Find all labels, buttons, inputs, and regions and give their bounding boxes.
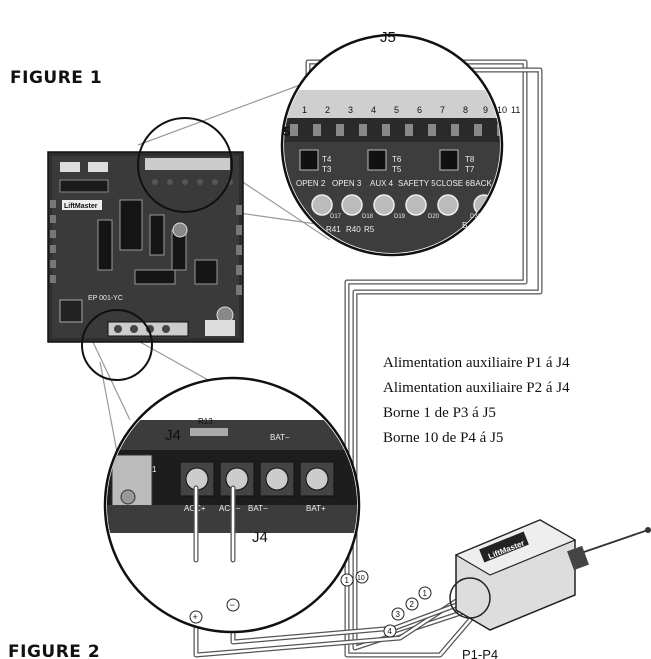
wire-markers: + − 1 10 1 2 3 4 [189, 570, 432, 638]
j4-title-label: J4 [165, 427, 181, 444]
terminal-6: 6 [417, 105, 422, 115]
j5-label: J5 [380, 29, 396, 46]
bat-minus-top: BAT− [270, 433, 290, 442]
marker-one: 1 [423, 589, 428, 598]
t5-label: T5 [392, 165, 402, 174]
r13-label: R13 [198, 417, 213, 426]
figure-1-title: FIGURE 1 [10, 68, 102, 88]
r5-label: R5 [364, 225, 375, 234]
legend-p4: Borne 10 de P4 á J5 [383, 430, 503, 446]
t6-label: T6 [392, 155, 402, 164]
marker-one-left: 1 [345, 576, 350, 585]
legend-p3: Borne 1 de P3 á J5 [383, 405, 496, 421]
j5-zoom: 1 2 3 4 5 6 7 8 9 10 11 5 T4 T3 T6 T5 T8… [280, 33, 520, 257]
btn-label-safety5: SAFETY 5 [398, 179, 436, 188]
connector-ring [449, 577, 491, 619]
d17-label: D17 [330, 214, 342, 220]
term-bat-plus: BAT+ [306, 504, 326, 513]
btn-label-open3: OPEN 3 [332, 179, 362, 188]
p1-p4-label: P1-P4 [462, 647, 498, 659]
d33-label: D33 [470, 214, 482, 220]
legend-p1: Alimentation auxiliaire P1 á J4 [383, 355, 570, 371]
legend: Alimentation auxiliaire P1 á J4 Alimenta… [383, 355, 570, 446]
marker-plus: + [193, 612, 198, 622]
marker-ten: 10 [357, 575, 365, 582]
receiver: LiftMaster P1-P4 [449, 519, 651, 659]
b-label: B [462, 221, 467, 230]
term-acc-minus: ACC− [219, 504, 241, 513]
control-board: LiftMaster EP 001-YC [47, 151, 244, 343]
antenna [583, 529, 649, 553]
btn-label-open2: OPEN 2 [296, 179, 326, 188]
terminal-10: 10 [497, 105, 507, 115]
marker-two: 2 [410, 600, 415, 609]
terminal-2: 2 [325, 105, 330, 115]
d18-label: D18 [362, 214, 374, 220]
marker-four: 4 [388, 627, 393, 636]
d20-label: D20 [428, 214, 440, 220]
j4-bottom-label: J4 [252, 529, 268, 546]
btn-label-back: BACK [470, 179, 492, 188]
r40-label: R40 [346, 225, 361, 234]
side-strip-label: 5 [283, 124, 290, 139]
marker-minus: − [230, 600, 235, 610]
figure-2-title: FIGURE 2 [8, 642, 100, 659]
zoom-marker-j5 [137, 117, 233, 213]
j4-side-mark: 1 [152, 465, 157, 474]
legend-p2: Alimentation auxiliaire P2 á J4 [383, 380, 570, 396]
terminal-7: 7 [440, 105, 445, 115]
t4-label: T4 [322, 155, 332, 164]
btn-label-close6: CLOSE 6 [436, 179, 470, 188]
term-bat-minus: BAT− [248, 504, 268, 513]
board-part: EP 001-YC [88, 295, 123, 302]
terminal-11: 11 [511, 105, 520, 115]
terminal-4: 4 [371, 105, 376, 115]
terminal-8: 8 [463, 105, 468, 115]
zoom-marker-j4 [81, 309, 153, 381]
t3-label: T3 [322, 165, 332, 174]
r41-label: R41 [326, 225, 341, 234]
terminal-9: 9 [483, 105, 488, 115]
btn-label-aux4: AUX 4 [370, 179, 394, 188]
d19-label: D19 [394, 214, 406, 220]
terminal-1: 1 [302, 105, 307, 115]
terminal-3: 3 [348, 105, 353, 115]
t7-label: T7 [465, 165, 475, 174]
marker-three: 3 [396, 610, 401, 619]
board-brand: LiftMaster [64, 203, 98, 210]
t8-label: T8 [465, 155, 475, 164]
terminal-5: 5 [394, 105, 399, 115]
